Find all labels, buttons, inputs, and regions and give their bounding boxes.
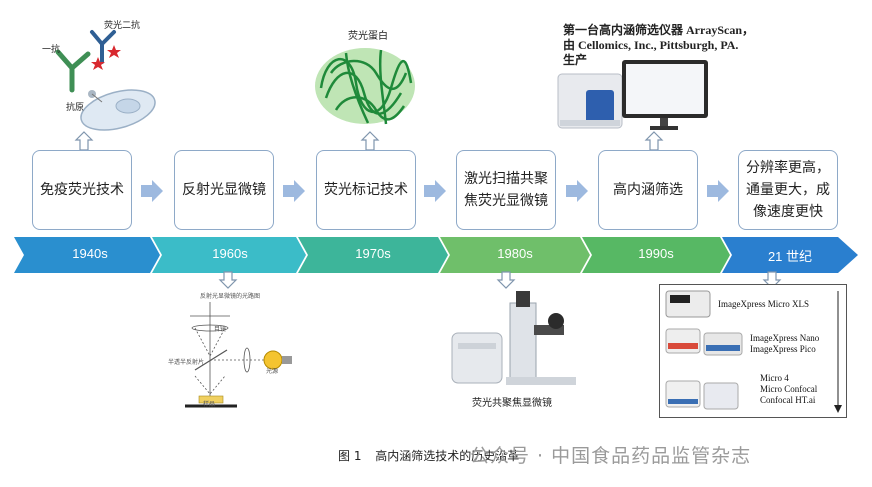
stage-title: 免疫荧光技术 bbox=[40, 182, 124, 198]
figure-number: 图 1 bbox=[338, 449, 362, 463]
stage-title: 激光扫描共聚 焦荧光显微镜 bbox=[464, 171, 548, 209]
era-label: 1940s bbox=[72, 246, 108, 261]
antibody-cell-drawing bbox=[55, 30, 156, 131]
stage-box-confocal: 激光扫描共聚 焦荧光显微镜 bbox=[456, 150, 556, 230]
up-arrows-layer bbox=[74, 131, 664, 151]
chevron-right-icon bbox=[141, 180, 163, 202]
stage-box-fluorescent-labeling: 荧光标记技术 bbox=[316, 150, 416, 230]
timeline-segment-1970s bbox=[298, 237, 448, 273]
gfp-illustration bbox=[306, 38, 424, 130]
arrayscan-machine-and-monitor bbox=[557, 60, 708, 130]
instrument-name: ImageXpress Nano ImageXpress Pico bbox=[750, 333, 820, 354]
primary-antibody-label: 一抗 bbox=[42, 45, 61, 55]
watermark: 公众号 · 中国食品药品监管杂志 bbox=[470, 445, 752, 467]
stage-title: 荧光标记技术 bbox=[324, 182, 408, 198]
timeline-band bbox=[14, 237, 858, 273]
up-arrow-1 bbox=[74, 131, 94, 151]
arrayscan-caption-line3: 生产 bbox=[563, 53, 588, 67]
chevron-right-icon bbox=[424, 180, 446, 202]
gfp-label: 荧光蛋白 bbox=[348, 31, 388, 42]
timeline-segment-21st-century bbox=[722, 237, 858, 273]
chevron-right-icon bbox=[283, 180, 305, 202]
arrayscan-caption-line2: 由 Cellomics, Inc., Pittsburgh, PA. bbox=[563, 38, 739, 52]
up-arrow-3 bbox=[360, 131, 380, 151]
figure-title: 高内涵筛选技术的历史沿革 bbox=[375, 449, 520, 463]
stage-title: 分辨率更高， 通量更大，成 像速度更快 bbox=[746, 160, 830, 220]
stage-title: 反射光显微镜 bbox=[182, 182, 266, 198]
arrayscan-caption: 第一台高内涵筛选仪器 ArrayScan， 由 Cellomics, Inc.,… bbox=[563, 23, 754, 68]
confocal-microscope-drawing bbox=[451, 291, 576, 385]
immunofluorescence-illustration bbox=[30, 20, 160, 132]
timeline-segment-1990s bbox=[582, 237, 730, 273]
era-label: 21 世纪 bbox=[767, 249, 813, 264]
down-arrow-2 bbox=[218, 271, 238, 289]
optical-path-drawing bbox=[185, 302, 292, 408]
era-label: 1990s bbox=[638, 246, 674, 261]
stage-title: 高内涵筛选 bbox=[613, 182, 683, 198]
figure-caption: 图 1 高内涵筛选技术的历史沿革 bbox=[338, 447, 519, 464]
confocal-label: 荧光共聚焦显微镜 bbox=[472, 398, 552, 409]
chevron-right-icon bbox=[707, 180, 729, 202]
green-fluorescent-protein-drawing bbox=[315, 48, 415, 125]
light-source-label: 光源 bbox=[266, 368, 279, 375]
up-arrow-5 bbox=[644, 131, 664, 151]
specimen-label: 样品 bbox=[203, 401, 216, 408]
instruments-drawing bbox=[665, 290, 842, 413]
antigen-label: 抗原 bbox=[66, 103, 85, 113]
instrument-name: Micro 4 Micro Confocal Confocal HT.ai bbox=[760, 373, 818, 405]
reflected-optical-path-diagram bbox=[165, 298, 300, 416]
reflected-path-title: 反射光显微镜的光路图 bbox=[200, 293, 261, 300]
era-label: 1970s bbox=[355, 246, 391, 261]
arrayscan-caption-line1: 第一台高内涵筛选仪器 ArrayScan， bbox=[563, 23, 754, 37]
down-arrow-4 bbox=[496, 271, 516, 289]
eyepiece-label: 目镜 bbox=[214, 326, 227, 333]
stage-box-reflected-microscope: 反射光显微镜 bbox=[174, 150, 274, 230]
era-label: 1980s bbox=[497, 246, 533, 261]
confocal-microscope-illustration bbox=[450, 285, 580, 390]
timeline-segment-1960s bbox=[152, 237, 306, 273]
arrayscan-instrument bbox=[556, 60, 716, 132]
modern-instruments-panel: ImageXpress Micro XLS ImageXpress Nano I… bbox=[659, 284, 847, 418]
stage-box-21st-century: 分辨率更高， 通量更大，成 像速度更快 bbox=[738, 150, 838, 230]
instrument-name: ImageXpress Micro XLS bbox=[718, 299, 809, 309]
timeline-segment-1980s bbox=[440, 237, 590, 273]
era-label: 1960s bbox=[212, 246, 248, 261]
beam-splitter-label: 半透半反射片 bbox=[168, 359, 205, 366]
stage-box-immunofluorescence: 免疫荧光技术 bbox=[32, 150, 132, 230]
timeline-segment-1940s bbox=[14, 237, 160, 273]
chevron-right-icon bbox=[566, 180, 588, 202]
stage-box-high-content-screening: 高内涵筛选 bbox=[598, 150, 698, 230]
secondary-antibody-label: 荧光二抗 bbox=[104, 21, 141, 31]
